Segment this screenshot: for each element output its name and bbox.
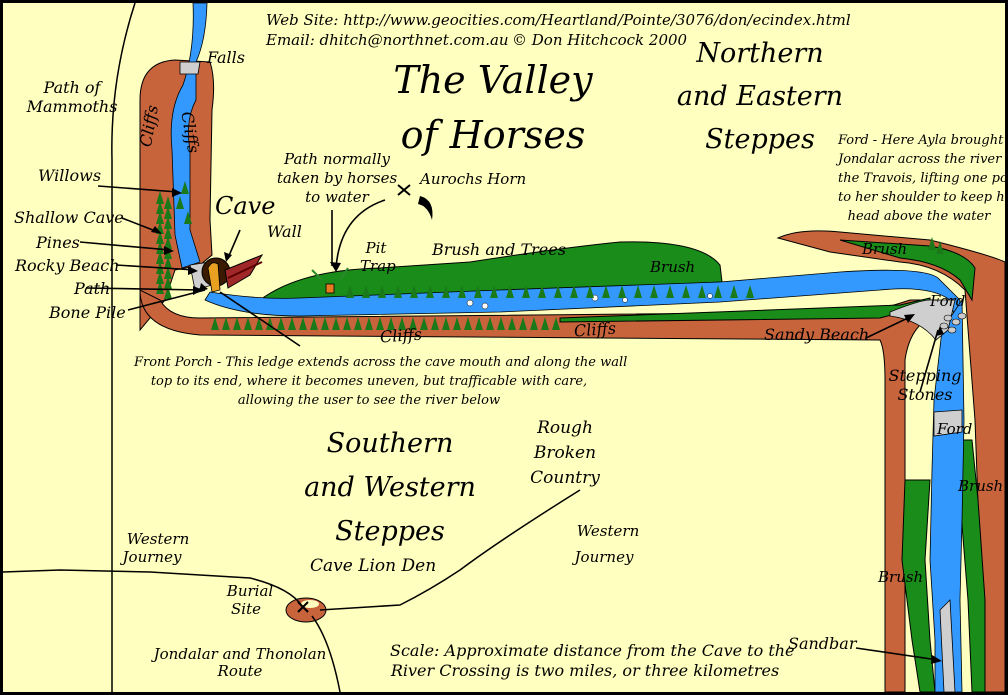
label-site: Site — [231, 600, 261, 618]
label-sandy-beach: Sandy Beach — [764, 325, 870, 344]
label-shallow-cave: Shallow Cave — [14, 208, 124, 227]
copyright-text: © Don Hitchcock 2000 — [512, 31, 688, 49]
burial-site — [285, 597, 327, 623]
label-jondalar-route-1: Jondalar and Thonolan — [153, 645, 327, 663]
region-and-western: and Western — [304, 472, 476, 503]
label-brush-north: Brush — [650, 258, 696, 276]
label-cliffs-south-2: Cliffs — [573, 318, 617, 341]
label-cave: Cave — [215, 192, 276, 220]
region-steppes-sw: Steppes — [335, 516, 445, 547]
ford-note-1: Ford - Here Ayla brought — [838, 133, 1004, 148]
label-path: Path — [74, 279, 111, 298]
river-main — [204, 269, 961, 331]
falls-water — [179, 61, 201, 75]
south-cliff — [139, 289, 936, 693]
label-stones: Stones — [897, 385, 953, 404]
ford-note-3: the Travois, lifting one pole — [838, 171, 1008, 186]
label-western-journey-e1: Western — [576, 522, 640, 540]
label-jondalar-route-2: Route — [217, 662, 263, 680]
label-western-journey-e2: Journey — [574, 548, 634, 566]
map-title-line1: The Valley — [393, 58, 593, 102]
ford-note-5: head above the water — [847, 209, 991, 224]
label-aurochs-horn: Aurochs Horn — [420, 170, 527, 188]
region-steppes-ne: Steppes — [705, 124, 815, 155]
brush-east-bank — [949, 439, 986, 693]
label-stepping: Stepping — [888, 366, 962, 385]
label-sandbar: Sandbar — [788, 634, 857, 653]
label-horse-path-2: taken by horses — [276, 169, 398, 187]
region-and-eastern: and Eastern — [676, 81, 844, 112]
label-burial: Burial — [226, 582, 274, 600]
region-southern: Southern — [326, 428, 454, 459]
label-western-journey-w1: Western — [126, 530, 190, 548]
western-route-line — [2, 569, 303, 607]
label-brush-lower: Brush — [878, 568, 924, 586]
label-rocky-beach: Rocky Beach — [15, 256, 120, 275]
label-pines: Pines — [36, 233, 80, 252]
scale-note-1: Scale: Approximate distance from the Cav… — [390, 641, 795, 660]
region-country: Country — [530, 468, 600, 488]
jondalar-route-line — [311, 615, 341, 693]
cave-marker — [201, 253, 264, 293]
label-brush-east: Brush — [862, 240, 908, 258]
label-falls: Falls — [207, 48, 245, 67]
label-mammoths: Mammoths — [26, 97, 118, 116]
label-cliffs-south-1: Cliffs — [379, 324, 423, 347]
label-cave-lion-den: Cave Lion Den — [310, 556, 437, 576]
arrows — [79, 185, 939, 661]
region-northern: Northern — [696, 38, 824, 69]
brush-east — [839, 239, 976, 302]
ford-note-2: Jondalar across the river on — [838, 152, 1008, 167]
brush-areas — [258, 239, 986, 693]
label-western-journey-w2: Journey — [122, 548, 182, 566]
front-porch-note-2: top to its end, where it becomes uneven,… — [150, 374, 588, 389]
label-horse-path-1: Path normally — [284, 150, 390, 168]
label-trap: Trap — [360, 257, 396, 275]
east-cliff — [776, 230, 1006, 693]
label-ford-1: Ford — [930, 292, 966, 310]
arrow-heads — [151, 188, 944, 664]
label-wall: Wall — [267, 222, 302, 241]
region-broken: Broken — [533, 443, 597, 463]
label-bone-pile: Bone Pile — [49, 303, 126, 322]
scale-note-2: River Crossing is two miles, or three ki… — [390, 661, 780, 680]
label-brush-east-bank: Brush — [958, 477, 1004, 495]
label-ford-2: Ford — [937, 420, 973, 438]
sandbar — [939, 599, 956, 693]
email-text: Email: dhitch@northnet.com.au — [266, 31, 509, 49]
ford-note-4: to her shoulder to keep his — [838, 190, 1008, 205]
stepping-stones — [939, 312, 967, 334]
eastern-route-line — [319, 489, 581, 611]
aurochs-horn — [397, 184, 433, 220]
label-brush-and-trees: Brush and Trees — [432, 240, 566, 259]
label-horse-path-3: to water — [305, 188, 369, 206]
front-porch-note-3: allowing the user to see the river below — [237, 393, 501, 408]
label-pit: Pit — [365, 239, 387, 257]
pit-trap — [325, 283, 335, 294]
label-willows: Willows — [38, 166, 102, 185]
label-path-of: Path of — [43, 78, 101, 97]
map-title-line2: of Horses — [400, 113, 586, 157]
front-porch-note-1: Front Porch - This ledge extends across … — [134, 355, 628, 370]
path-of-mammoths-line — [111, 2, 136, 692]
brush-and-trees — [258, 241, 723, 301]
region-rough: Rough — [537, 418, 593, 438]
route-lines — [2, 2, 581, 693]
website-text: Web Site: http://www.geocities.com/Heart… — [266, 11, 851, 29]
ford-sand — [933, 409, 963, 437]
